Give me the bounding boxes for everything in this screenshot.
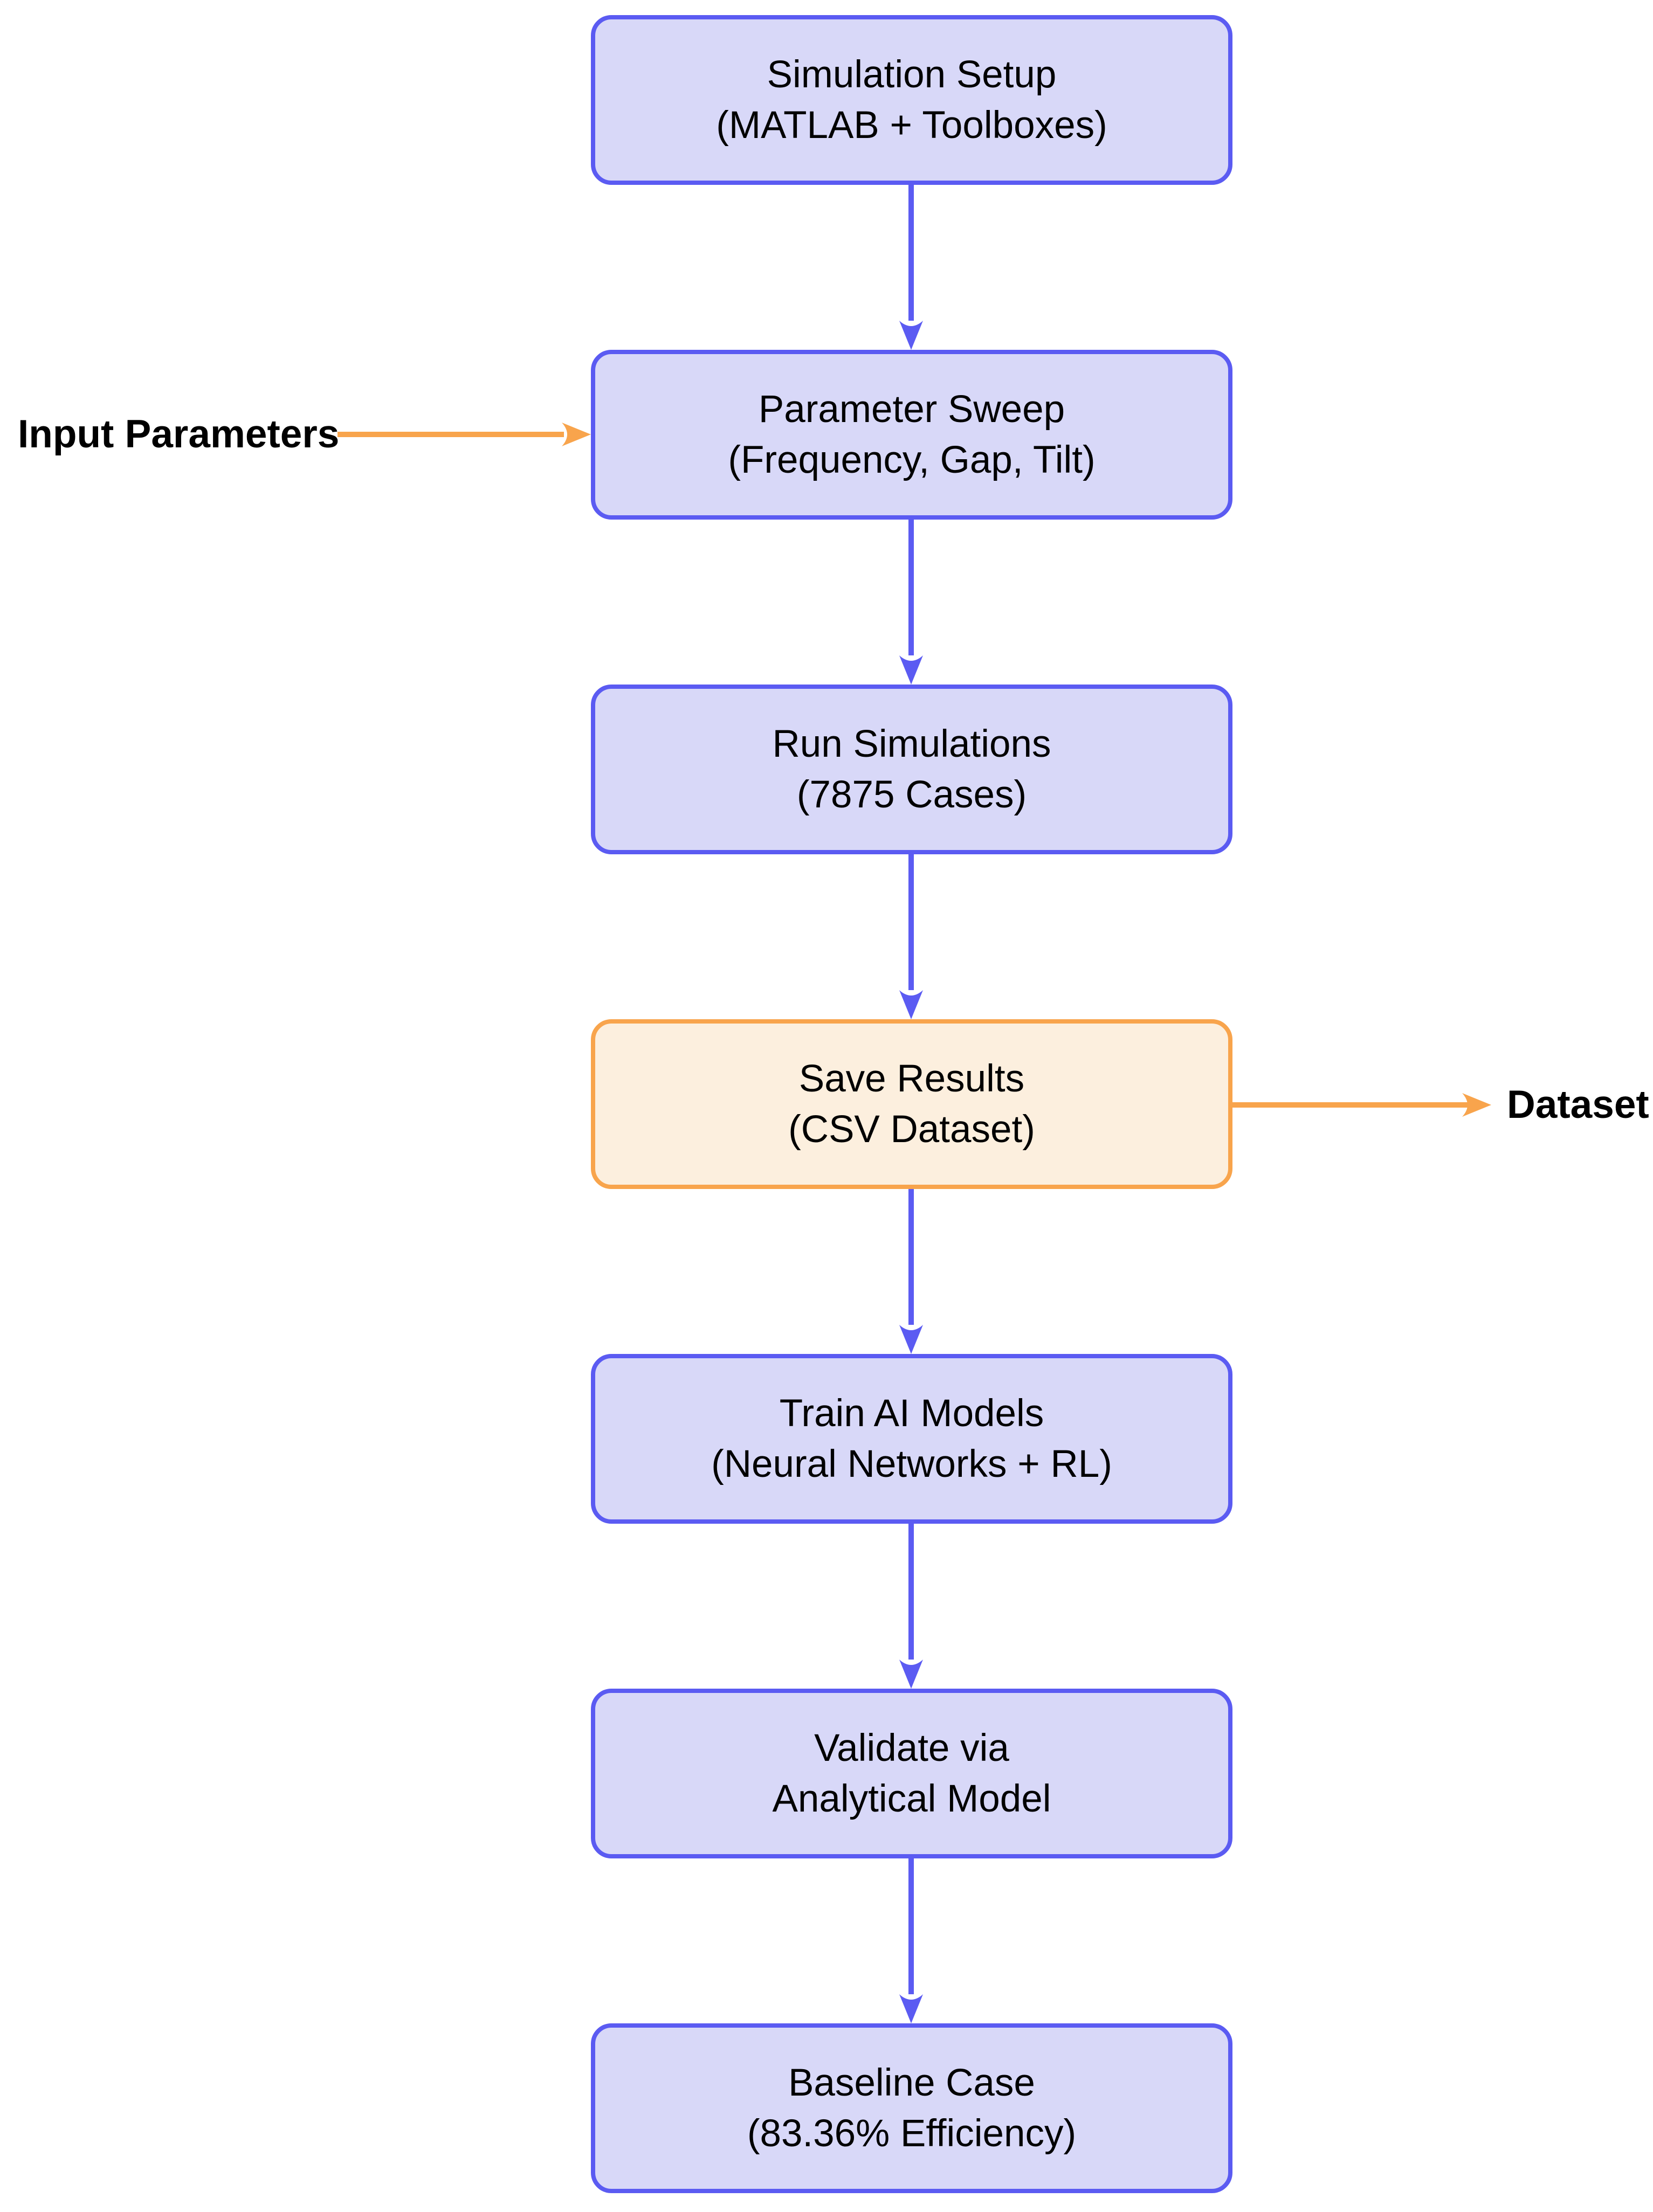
flow-node-run-simulations: Run Simulations (7875 Cases) bbox=[591, 685, 1232, 854]
flow-node-baseline-case: Baseline Case (83.36% Efficiency) bbox=[591, 2023, 1232, 2193]
arrow-down-icon bbox=[899, 990, 923, 1019]
node-title: Validate via bbox=[814, 1726, 1009, 1769]
node-title: Simulation Setup bbox=[767, 53, 1057, 96]
node-title: Train AI Models bbox=[779, 1392, 1044, 1435]
node-title: Parameter Sweep bbox=[758, 388, 1065, 431]
node-subtitle: (MATLAB + Toolboxes) bbox=[716, 103, 1107, 147]
node-subtitle: (Frequency, Gap, Tilt) bbox=[728, 438, 1096, 481]
flow-node-validate: Validate via Analytical Model bbox=[591, 1689, 1232, 1858]
node-subtitle: Analytical Model bbox=[772, 1777, 1051, 1820]
node-title: Baseline Case bbox=[788, 2061, 1035, 2104]
flow-node-save-results: Save Results (CSV Dataset) bbox=[591, 1019, 1232, 1189]
arrow-sweep-to-run-shaft bbox=[908, 520, 914, 655]
arrow-save-to-train-shaft bbox=[908, 1189, 914, 1325]
node-subtitle: (CSV Dataset) bbox=[788, 1108, 1035, 1151]
arrow-run-to-save-shaft bbox=[908, 854, 914, 990]
node-subtitle: (83.36% Efficiency) bbox=[747, 2112, 1077, 2155]
arrow-right-icon bbox=[1462, 1093, 1491, 1117]
flow-node-train-ai-models: Train AI Models (Neural Networks + RL) bbox=[591, 1354, 1232, 1524]
flow-node-parameter-sweep: Parameter Sweep (Frequency, Gap, Tilt) bbox=[591, 350, 1232, 520]
arrow-validate-to-baseline-shaft bbox=[908, 1858, 914, 1994]
node-subtitle: (7875 Cases) bbox=[796, 773, 1027, 816]
dataset-label: Dataset bbox=[1507, 1083, 1649, 1126]
arrow-down-icon bbox=[899, 1994, 923, 2023]
arrow-setup-to-sweep-shaft bbox=[908, 185, 914, 321]
node-title: Run Simulations bbox=[772, 722, 1051, 765]
arrow-train-to-validate-shaft bbox=[908, 1524, 914, 1660]
arrow-down-icon bbox=[899, 1660, 923, 1689]
arrow-dataset-shaft bbox=[1232, 1102, 1468, 1108]
arrow-input-parameters-shaft bbox=[338, 432, 564, 437]
node-title: Save Results bbox=[798, 1057, 1025, 1100]
arrow-down-icon bbox=[899, 1325, 923, 1354]
input-parameters-label: Input Parameters bbox=[18, 412, 340, 456]
arrow-down-icon bbox=[899, 655, 923, 685]
arrow-down-icon bbox=[899, 321, 923, 350]
node-subtitle: (Neural Networks + RL) bbox=[711, 1442, 1112, 1485]
arrow-right-icon bbox=[562, 423, 591, 446]
flow-node-simulation-setup: Simulation Setup (MATLAB + Toolboxes) bbox=[591, 15, 1232, 185]
